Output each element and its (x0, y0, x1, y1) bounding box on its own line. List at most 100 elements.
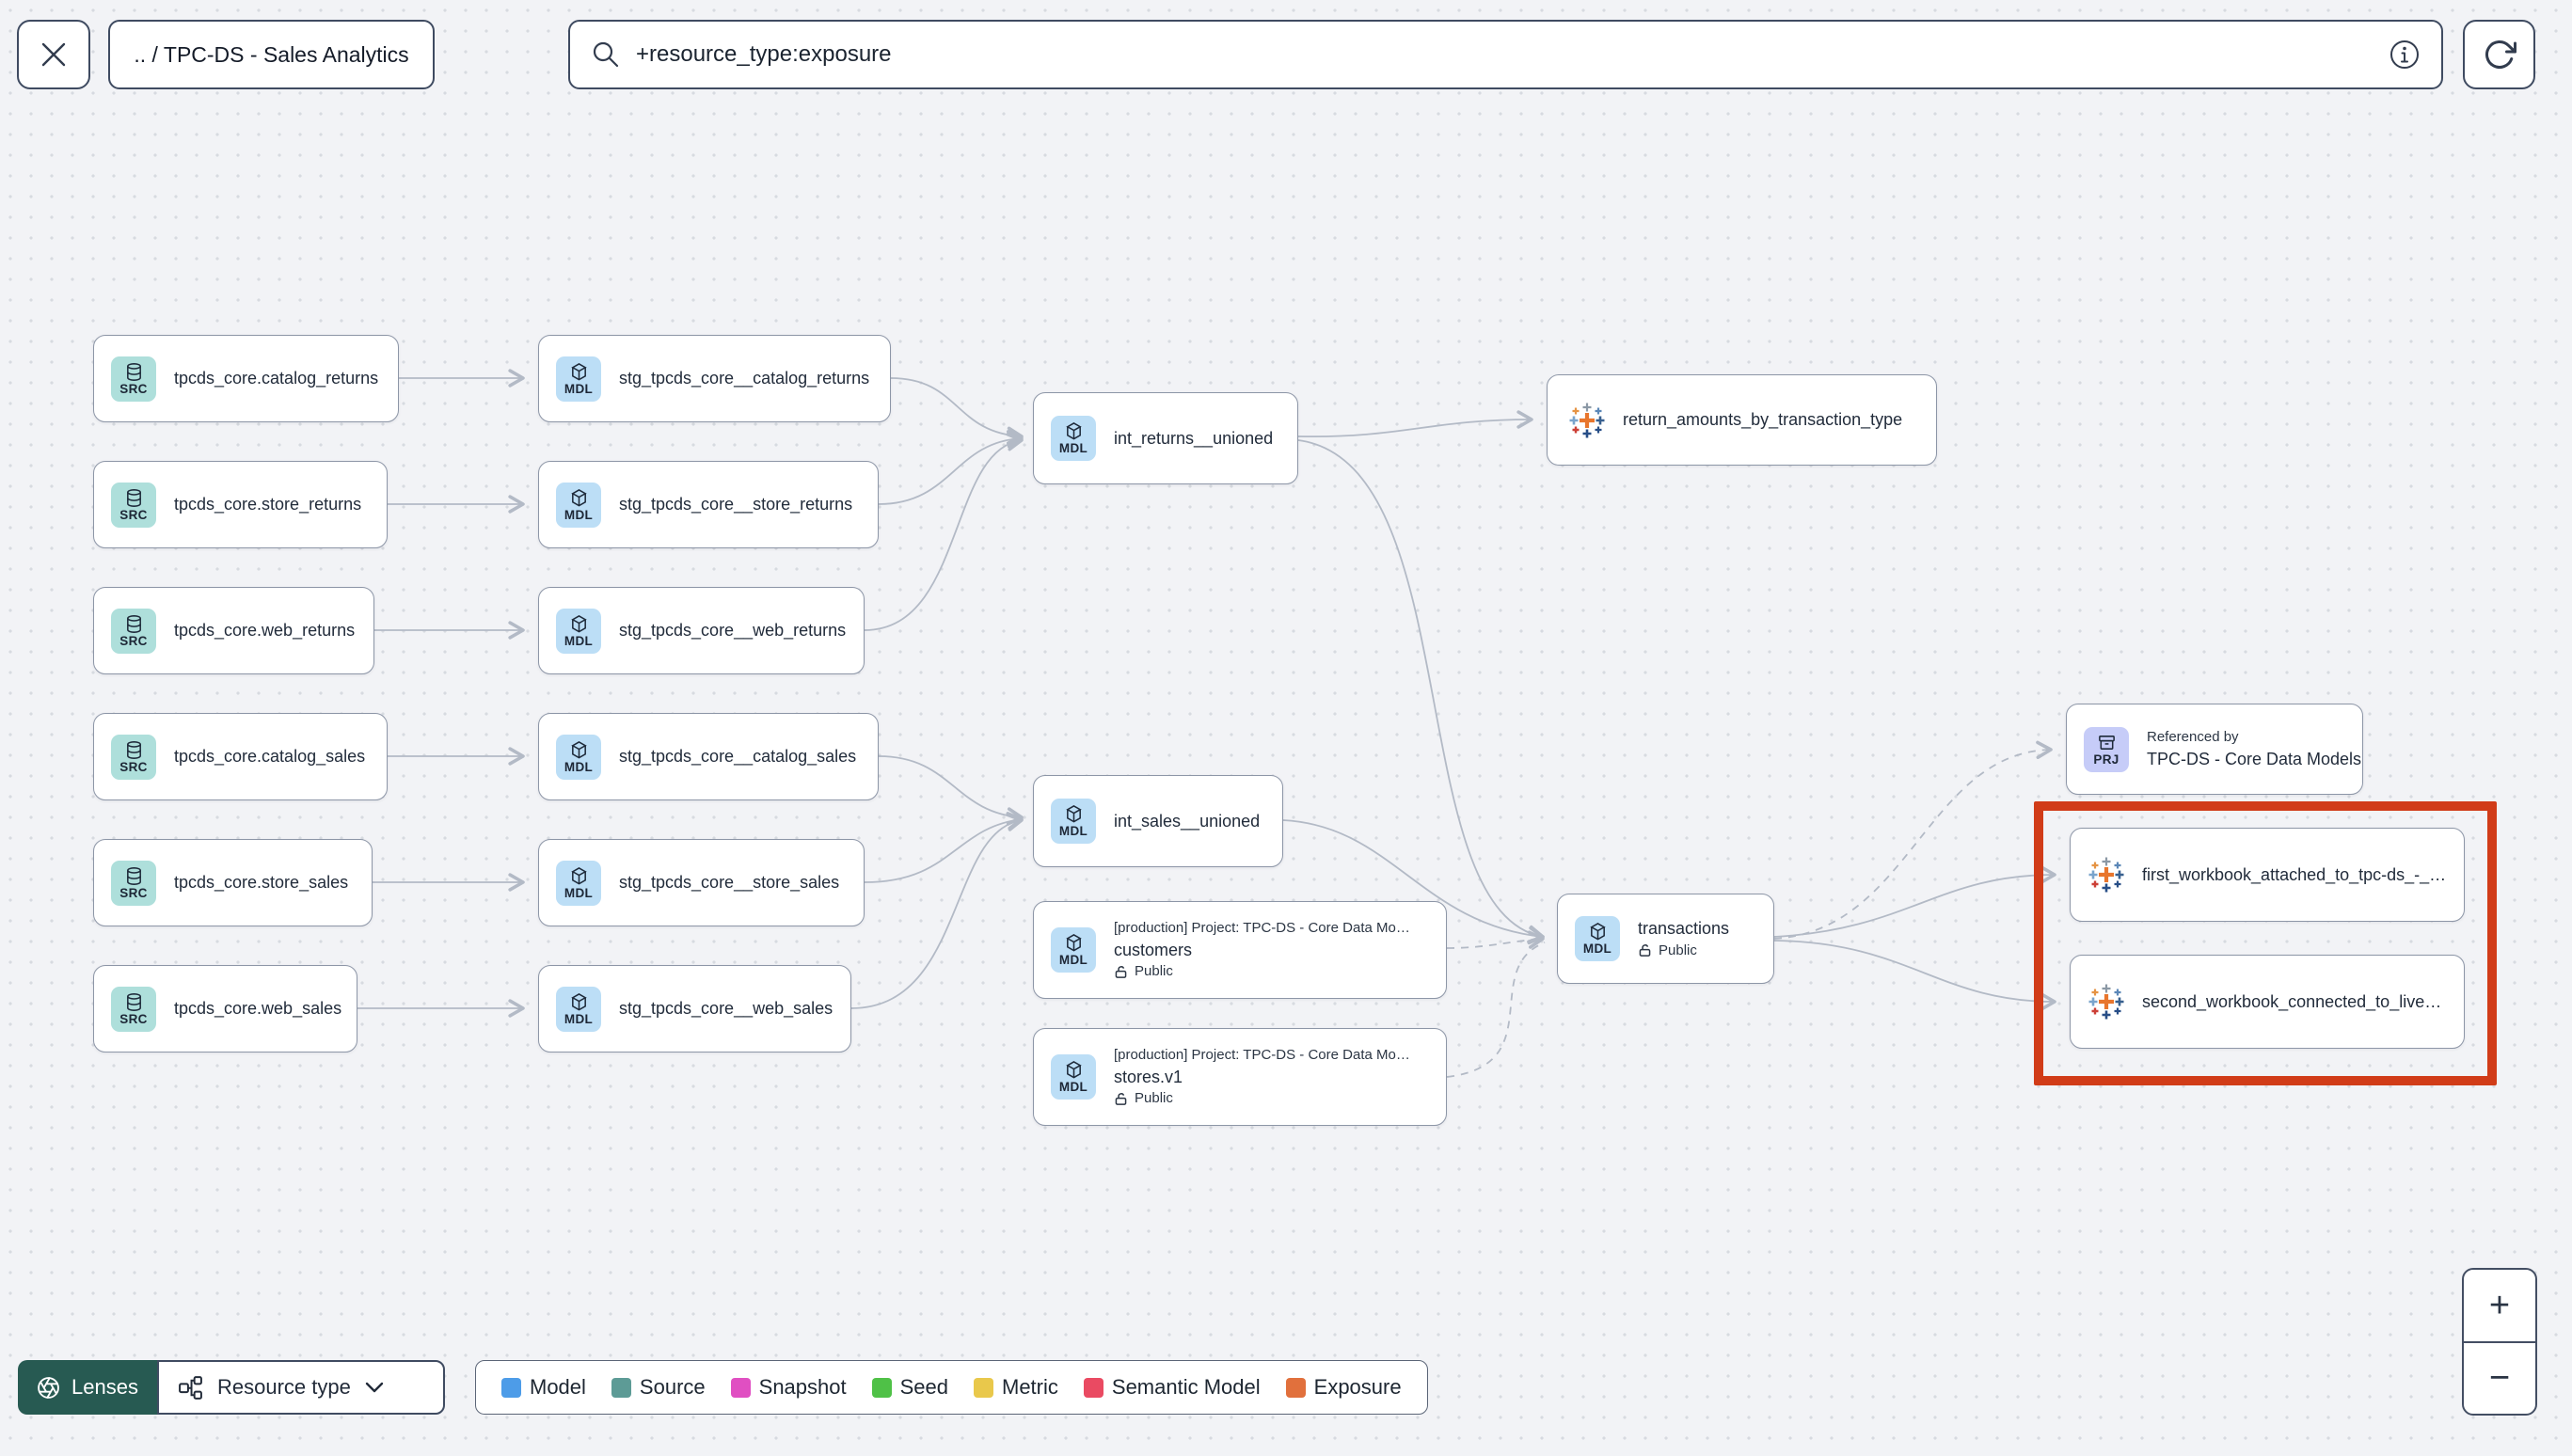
node-title: int_sales__unioned (1114, 811, 1261, 831)
cube-icon (1064, 421, 1084, 441)
model-badge: MDL (556, 860, 601, 906)
unlock-icon (1114, 965, 1128, 979)
model-swatch (501, 1377, 521, 1398)
cube-icon (1588, 922, 1608, 942)
node-title: tpcds_core.store_sales (174, 873, 349, 893)
model-badge: MDL (1575, 916, 1620, 961)
cube-icon (1064, 1060, 1084, 1080)
node-exposure-second-workbook[interactable]: second_workbook_connected_to_live… (2070, 955, 2465, 1049)
source-badge: SRC (111, 860, 156, 906)
cube-icon (1064, 804, 1084, 824)
node-stg-store-returns[interactable]: MDL stg_tpcds_core__store_returns (538, 461, 879, 548)
database-icon (124, 362, 144, 382)
node-stg-catalog-returns[interactable]: MDL stg_tpcds_core__catalog_returns (538, 335, 891, 422)
legend-item-seed: Seed (871, 1375, 948, 1400)
database-icon (124, 740, 144, 760)
model-badge: MDL (1051, 927, 1096, 973)
node-source-store-sales[interactable]: SRC tpcds_core.store_sales (93, 839, 373, 926)
node-referenced-by-project[interactable]: PRJ Referenced by TPC-DS - Core Data Mod… (2066, 704, 2363, 795)
node-source-web-returns[interactable]: SRC tpcds_core.web_returns (93, 587, 374, 674)
node-stg-store-sales[interactable]: MDL stg_tpcds_core__store_sales (538, 839, 865, 926)
resource-type-dropdown[interactable]: Resource type (157, 1360, 445, 1415)
cube-icon (569, 866, 589, 886)
cube-icon (569, 362, 589, 382)
search-bar[interactable]: +resource_type:exposure (568, 20, 2443, 89)
node-title: stores.v1 (1114, 1067, 1183, 1086)
model-badge: MDL (556, 734, 601, 780)
node-source-store-returns[interactable]: SRC tpcds_core.store_returns (93, 461, 388, 548)
search-input[interactable]: +resource_type:exposure (636, 41, 892, 67)
snapshot-swatch (730, 1377, 751, 1398)
unlock-icon (1638, 943, 1652, 957)
node-exposure-return-amounts[interactable]: return_amounts_by_transaction_type (1547, 374, 1937, 466)
node-source-catalog-sales[interactable]: SRC tpcds_core.catalog_sales (93, 713, 388, 800)
node-int-returns-unioned[interactable]: MDL int_returns__unioned (1033, 392, 1298, 484)
node-title: second_workbook_connected_to_live… (2142, 991, 2442, 1011)
source-badge: SRC (111, 608, 156, 654)
node-title: TPC-DS - Core Data Models (2147, 749, 2362, 768)
node-title: first_workbook_attached_to_tpc-ds_-_… (2142, 864, 2447, 884)
breadcrumb[interactable]: .. / TPC-DS - Sales Analytics (108, 20, 435, 89)
lenses-button[interactable]: Lenses (18, 1360, 157, 1415)
node-source-web-sales[interactable]: SRC tpcds_core.web_sales (93, 965, 357, 1052)
model-badge: MDL (556, 356, 601, 402)
project-archive-icon (2097, 733, 2117, 752)
tableau-icon (1568, 402, 1606, 439)
info-icon[interactable] (2389, 39, 2421, 71)
database-icon (124, 992, 144, 1012)
unlock-icon (1114, 1092, 1128, 1106)
node-project-label: [production] Project: TPC-DS - Core Data… (1114, 1046, 1410, 1063)
node-title: stg_tpcds_core__catalog_returns (619, 369, 870, 388)
legend-item-source: Source (611, 1375, 706, 1400)
semantic-model-swatch (1083, 1377, 1103, 1398)
model-badge: MDL (556, 482, 601, 528)
model-badge: MDL (1051, 416, 1096, 461)
access-label: Public (1638, 942, 1729, 959)
refresh-icon (2485, 40, 2516, 69)
node-customers[interactable]: MDL [production] Project: TPC-DS - Core … (1033, 901, 1447, 999)
node-title: tpcds_core.web_sales (174, 999, 342, 1019)
node-source-catalog-returns[interactable]: SRC tpcds_core.catalog_returns (93, 335, 399, 422)
search-icon (593, 41, 619, 68)
close-button[interactable] (17, 20, 90, 89)
zoom-in-button[interactable]: + (2464, 1270, 2535, 1343)
exposure-swatch (1285, 1377, 1306, 1398)
cube-icon (569, 740, 589, 760)
node-title: stg_tpcds_core__catalog_sales (619, 747, 857, 767)
zoom-out-button[interactable]: − (2488, 1358, 2511, 1399)
referenced-by-label: Referenced by (2147, 728, 2239, 745)
node-project-label: [production] Project: TPC-DS - Core Data… (1114, 919, 1410, 936)
node-title: stg_tpcds_core__store_sales (619, 873, 840, 893)
node-stg-web-returns[interactable]: MDL stg_tpcds_core__web_returns (538, 587, 865, 674)
metric-swatch (974, 1377, 993, 1398)
source-badge: SRC (111, 986, 156, 1032)
node-title: return_amounts_by_transaction_type (1623, 410, 1903, 430)
node-transactions[interactable]: MDL transactions Public (1557, 894, 1774, 984)
source-badge: SRC (111, 482, 156, 528)
legend-item-model: Model (501, 1375, 586, 1400)
node-title: customers (1114, 940, 1193, 959)
highlight-rectangle (2034, 801, 2497, 1085)
cube-icon (569, 992, 589, 1012)
node-stores-v1[interactable]: MDL [production] Project: TPC-DS - Core … (1033, 1028, 1447, 1126)
refresh-button[interactable] (2463, 20, 2535, 89)
tableau-icon (2088, 856, 2125, 894)
node-title: tpcds_core.catalog_sales (174, 747, 366, 767)
cube-icon (569, 488, 589, 508)
node-title: stg_tpcds_core__web_sales (619, 999, 834, 1019)
node-int-sales-unioned[interactable]: MDL int_sales__unioned (1033, 775, 1283, 867)
node-exposure-first-workbook[interactable]: first_workbook_attached_to_tpc-ds_-_… (2070, 828, 2465, 922)
node-title: stg_tpcds_core__store_returns (619, 495, 853, 514)
source-badge: SRC (111, 734, 156, 780)
database-icon (124, 866, 144, 886)
cube-icon (1064, 933, 1084, 953)
node-title: int_returns__unioned (1114, 428, 1274, 448)
node-title: tpcds_core.store_returns (174, 495, 362, 514)
resource-type-icon (179, 1375, 202, 1400)
node-stg-catalog-sales[interactable]: MDL stg_tpcds_core__catalog_sales (538, 713, 879, 800)
project-badge: PRJ (2084, 726, 2129, 772)
legend-item-snapshot: Snapshot (730, 1375, 847, 1400)
legend: Model Source Snapshot Seed Metric Semant… (475, 1360, 1428, 1415)
node-stg-web-sales[interactable]: MDL stg_tpcds_core__web_sales (538, 965, 851, 1052)
